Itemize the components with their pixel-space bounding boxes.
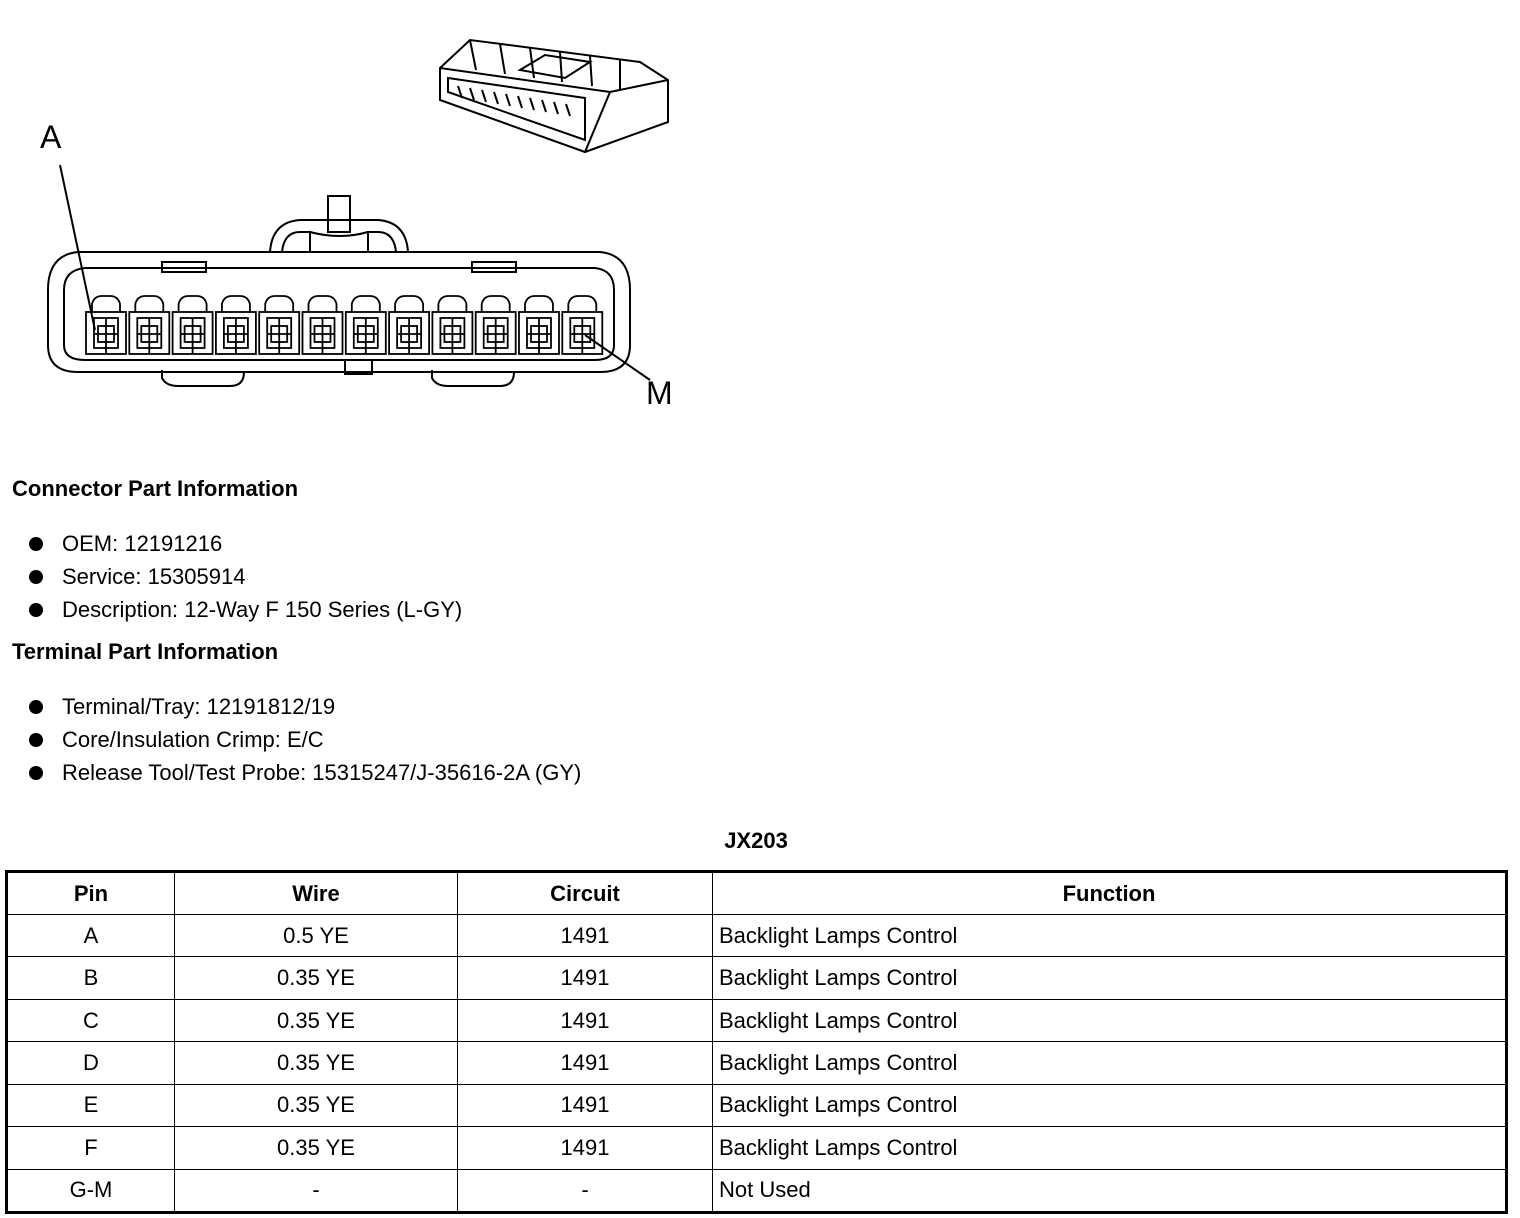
bullet-icon: [29, 766, 43, 780]
terminal-cavity: [344, 295, 387, 355]
terminal-info-heading: Terminal Part Information: [12, 639, 279, 664]
pin-m-leader: [584, 334, 651, 381]
pinout-table: Pin Wire Circuit Function A 0.5 YE 1491 …: [5, 870, 1508, 1214]
table-row: F 0.35 YE 1491 Backlight Lamps Control: [6, 1126, 1507, 1170]
function-cell: Backlight Lamps Control: [712, 1083, 1507, 1128]
table-row: B 0.35 YE 1491 Backlight Lamps Control: [6, 956, 1507, 1000]
bullet-icon: [29, 537, 43, 551]
wire-cell: 0.5 YE: [174, 913, 458, 958]
connector-face-view: [47, 195, 631, 387]
terminal-cavity: [301, 295, 344, 355]
terminal-cavity: [431, 295, 474, 355]
function-cell: Backlight Lamps Control: [712, 1041, 1507, 1085]
column-header-pin: Pin: [6, 871, 175, 915]
table-row: D 0.35 YE 1491 Backlight Lamps Control: [6, 1041, 1507, 1085]
connector-cavities: [85, 295, 604, 355]
pin-cell: G-M: [6, 1168, 175, 1214]
wire-cell: -: [174, 1168, 458, 1214]
terminal-cavity: [561, 295, 604, 355]
pin-cell: B: [6, 956, 175, 1000]
circuit-cell: -: [457, 1168, 713, 1214]
table-row: A 0.5 YE 1491 Backlight Lamps Control: [6, 913, 1507, 958]
table-row: E 0.35 YE 1491 Backlight Lamps Control: [6, 1083, 1507, 1128]
pin-a-label: A: [40, 119, 62, 155]
terminal-cavity: [128, 295, 171, 355]
connector-info-item: OEM: 12191216: [28, 527, 462, 560]
connector-iso-view: [439, 38, 669, 154]
terminal-cavity: [171, 295, 214, 355]
column-header-circuit: Circuit: [457, 871, 713, 915]
table-row: C 0.35 YE 1491 Backlight Lamps Control: [6, 998, 1507, 1043]
connector-diagram: A M: [40, 38, 673, 411]
pin-cell: F: [6, 1126, 175, 1170]
pin-cell: E: [6, 1083, 175, 1128]
connector-info-item: Service: 15305914: [28, 560, 462, 593]
table-header-row: Pin Wire Circuit Function: [6, 871, 1507, 915]
terminal-cavity: [258, 295, 301, 355]
pin-m-label: M: [646, 375, 673, 411]
function-cell: Backlight Lamps Control: [712, 1126, 1507, 1170]
circuit-cell: 1491: [457, 1041, 713, 1085]
terminal-cavity: [518, 295, 560, 355]
pin-cell: D: [6, 1041, 175, 1085]
terminal-cavity: [388, 295, 431, 355]
bullet-icon: [29, 603, 43, 617]
wire-cell: 0.35 YE: [174, 956, 458, 1000]
table-row: G-M - - Not Used: [6, 1168, 1507, 1214]
circuit-cell: 1491: [457, 998, 713, 1043]
terminal-cavity: [214, 295, 257, 355]
column-header-wire: Wire: [174, 871, 458, 915]
circuit-cell: 1491: [457, 913, 713, 958]
circuit-cell: 1491: [457, 956, 713, 1000]
bullet-icon: [29, 733, 43, 747]
wire-cell: 0.35 YE: [174, 1041, 458, 1085]
circuit-cell: 1491: [457, 1083, 713, 1128]
pin-cell: A: [6, 913, 175, 958]
bullet-icon: [29, 570, 43, 584]
wire-cell: 0.35 YE: [174, 1126, 458, 1170]
function-cell: Backlight Lamps Control: [712, 998, 1507, 1043]
wire-cell: 0.35 YE: [174, 998, 458, 1043]
function-cell: Not Used: [712, 1168, 1507, 1214]
terminal-cavity: [85, 295, 127, 355]
terminal-info-item: Release Tool/Test Probe: 15315247/J-3561…: [28, 756, 581, 789]
connector-info-heading: Connector Part Information: [12, 476, 299, 501]
terminal-info-item: Core/Insulation Crimp: E/C: [28, 723, 581, 756]
circuit-cell: 1491: [457, 1126, 713, 1170]
column-header-function: Function: [712, 871, 1507, 915]
terminal-cavity: [474, 295, 517, 355]
bullet-icon: [29, 700, 43, 714]
function-cell: Backlight Lamps Control: [712, 956, 1507, 1000]
function-cell: Backlight Lamps Control: [712, 913, 1507, 958]
connector-info-list: OEM: 12191216 Service: 15305914 Descript…: [28, 527, 462, 626]
pin-cell: C: [6, 998, 175, 1043]
pin-a-leader: [59, 164, 96, 331]
terminal-info-item: Terminal/Tray: 12191812/19: [28, 690, 581, 723]
table-title: JX203: [724, 828, 788, 853]
terminal-info-list: Terminal/Tray: 12191812/19 Core/Insulati…: [28, 690, 581, 789]
wire-cell: 0.35 YE: [174, 1083, 458, 1128]
connector-info-item: Description: 12-Way F 150 Series (L-GY): [28, 593, 462, 626]
